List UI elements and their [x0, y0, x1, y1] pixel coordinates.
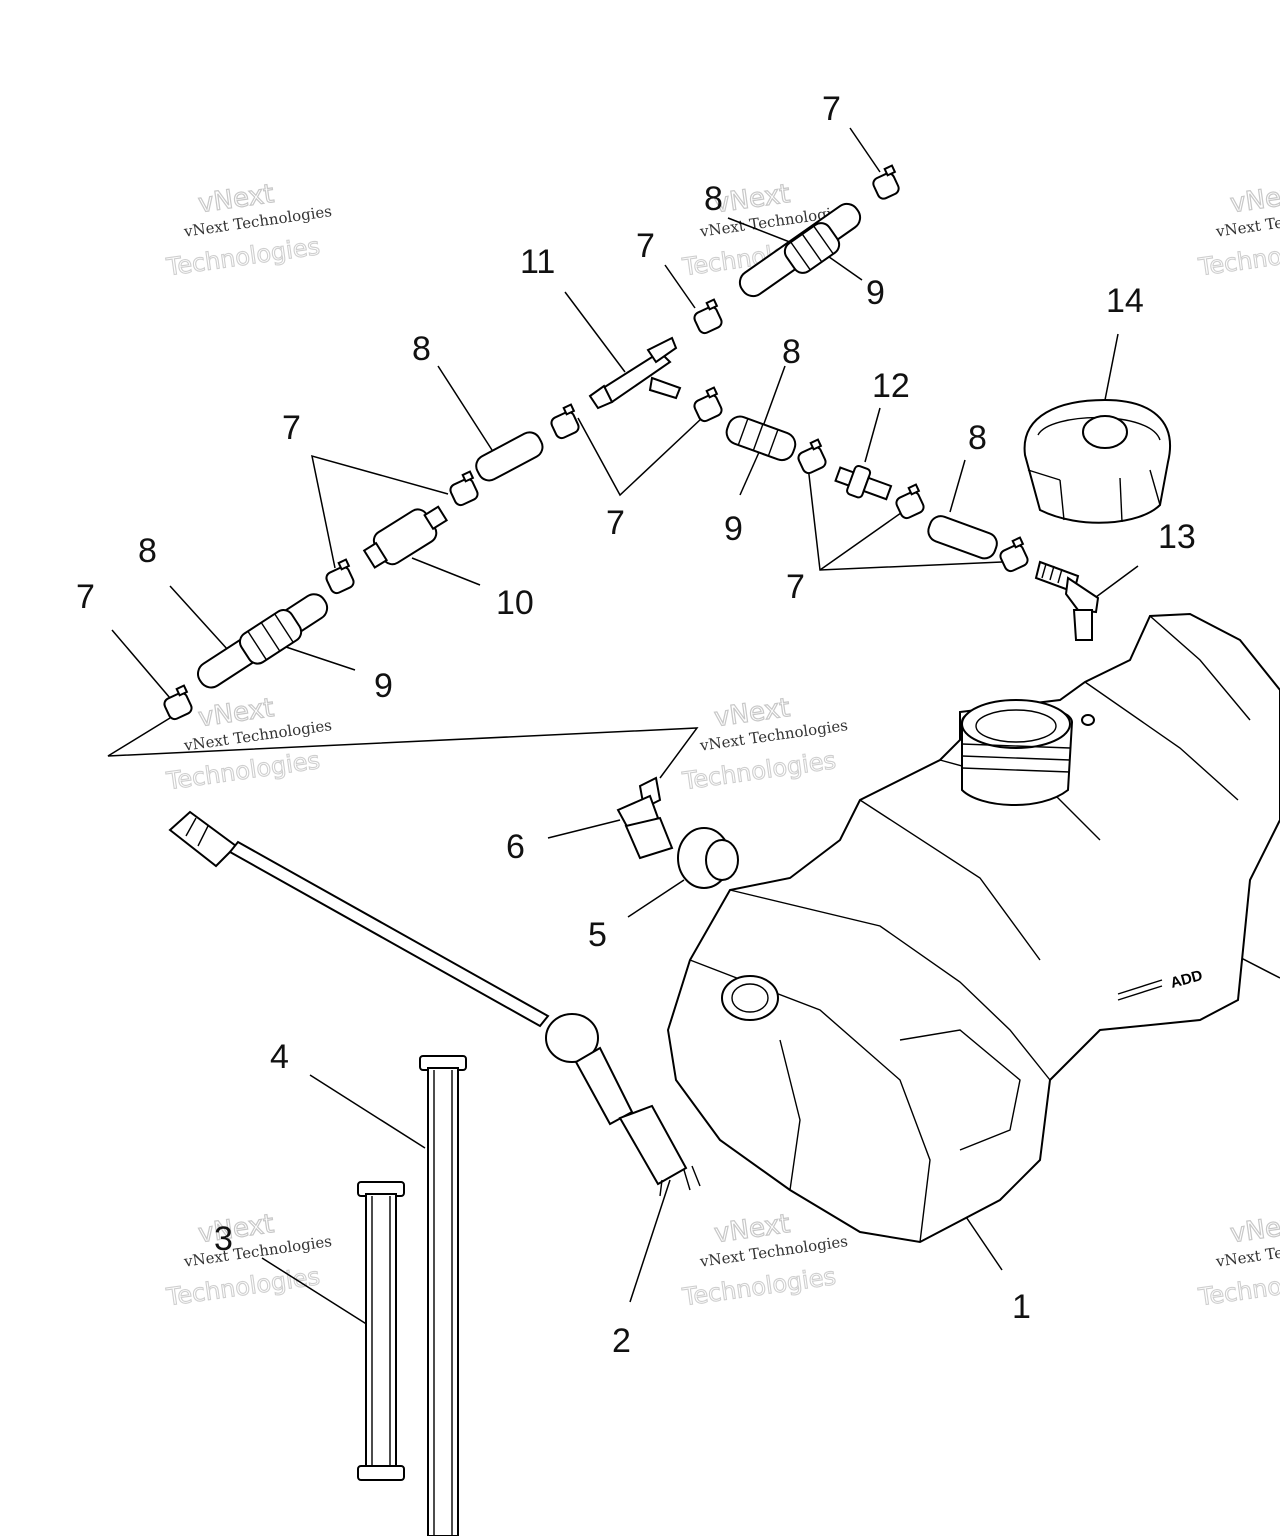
callout-14: 14	[1106, 282, 1144, 320]
callout-1: 1	[1012, 1288, 1031, 1326]
clamp-7-top	[872, 164, 900, 200]
clamp-7-g	[325, 558, 355, 595]
callouts: 7 8 9 7 11 8 8 12 14 8 7 7 9 13 7 8 7 10…	[76, 90, 1196, 1360]
sleeve-9-center	[725, 415, 797, 462]
fuel-tank-1: ADD	[666, 612, 1280, 1244]
callout-13: 13	[1158, 518, 1196, 556]
sleeve-9-top	[783, 222, 841, 274]
watermark: vNext vNext Technologies Technologies	[163, 178, 332, 282]
callout-4: 4	[270, 1038, 289, 1076]
clamp-7-d	[895, 483, 925, 520]
clamp-7-h	[163, 684, 193, 721]
watermark: vNext vNext Technologies Technologies	[1195, 1208, 1280, 1312]
callout-9: 9	[374, 667, 393, 705]
callout-3: 3	[214, 1220, 233, 1258]
elbow-fitting-6	[616, 776, 674, 860]
callout-7: 7	[76, 578, 95, 616]
watermark: vNext vNext Technologies Technologies	[1195, 178, 1280, 282]
callout-2: 2	[612, 1322, 631, 1360]
callout-7: 7	[606, 504, 625, 542]
callout-12: 12	[872, 367, 910, 405]
clamp-7-f	[449, 470, 479, 507]
clamp-7-upper	[693, 298, 723, 335]
svg-text:Technologies: Technologies	[1196, 232, 1280, 281]
fuel-sender-2	[168, 810, 701, 1197]
callout-8: 8	[968, 419, 987, 457]
grommet-5	[677, 827, 739, 889]
callout-6: 6	[506, 828, 525, 866]
fuel-cap-14	[1023, 398, 1171, 524]
fuel-filter-10	[362, 505, 449, 569]
callout-10: 10	[496, 584, 534, 622]
elbow-fitting-13	[1034, 560, 1100, 641]
callout-7: 7	[636, 227, 655, 265]
hose-8-mid	[475, 431, 544, 482]
callout-8: 8	[412, 330, 431, 368]
clamp-7-b	[693, 386, 723, 423]
svg-text:vNext: vNext	[1228, 1209, 1280, 1249]
clamp-7-c	[797, 438, 827, 475]
callout-8: 8	[138, 532, 157, 570]
callout-5: 5	[588, 916, 607, 954]
strap-3	[357, 1181, 405, 1481]
svg-text:Technologies: Technologies	[1196, 1262, 1280, 1311]
leader-lines	[107, 127, 1280, 1326]
callout-7: 7	[282, 409, 301, 447]
callout-8: 8	[704, 180, 723, 218]
watermark: vNext vNext Technologies Technologies	[679, 1208, 848, 1312]
strap-4	[419, 1055, 467, 1536]
callout-9: 9	[866, 274, 885, 312]
hose-8-right	[927, 515, 998, 560]
watermark: vNext vNext Technologies Technologies	[679, 692, 848, 796]
callout-7: 7	[822, 90, 841, 128]
callout-7: 7	[786, 568, 805, 606]
clamp-7-e	[999, 536, 1029, 573]
callout-11: 11	[520, 243, 555, 281]
callout-8: 8	[782, 333, 801, 371]
tee-fitting-11	[588, 336, 682, 410]
svg-text:vNext: vNext	[1228, 179, 1280, 219]
clamp-7-a	[550, 403, 580, 440]
watermark: vNext vNext Technologies Technologies	[163, 1208, 332, 1312]
sleeve-9-left	[238, 609, 303, 665]
inline-valve-12	[834, 464, 893, 501]
callout-9: 9	[724, 510, 743, 548]
